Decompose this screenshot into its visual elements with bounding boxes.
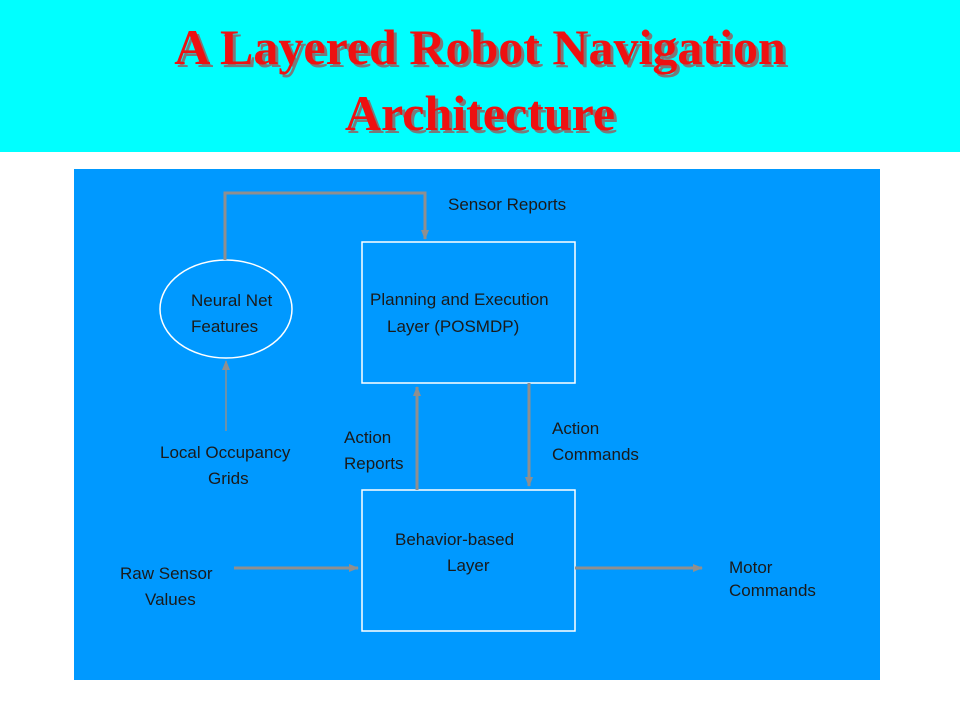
action-reports-label-line-1: Action xyxy=(344,428,392,447)
action-reports-label-line-2: Reports xyxy=(344,454,404,473)
sensor-reports-arrow xyxy=(223,191,429,260)
behavior-layer-box xyxy=(361,489,576,632)
raw-sensor-label-line-1: Raw Sensor xyxy=(120,564,213,583)
motor-commands-label-line-2: Commands xyxy=(729,581,816,600)
local-grids-label-line-1: Local Occupancy xyxy=(160,443,291,462)
title-bar: A Layered Robot Navigation Architecture xyxy=(0,0,960,152)
page-title-line-2: Architecture xyxy=(344,85,616,141)
action-commands-label-line-1: Action xyxy=(552,419,600,438)
architecture-diagram xyxy=(159,191,703,632)
local-grids-label-line-2: Grids xyxy=(208,469,249,488)
planning-label-line-2: Layer (POSMDP) xyxy=(387,317,520,336)
action-commands-label-line-2: Commands xyxy=(552,445,639,464)
behavior-label-line-2: Layer xyxy=(447,556,490,575)
planning-layer-box xyxy=(361,241,576,384)
page-title-line-1: A Layered Robot Navigation xyxy=(174,19,786,75)
behavior-label-line-1: Behavior-based xyxy=(395,530,515,549)
diagram-panel: Sensor Reports Neural Net Features Plann… xyxy=(74,169,880,680)
planning-label-line-1: Planning and Execution xyxy=(370,290,549,309)
sensor-reports-label: Sensor Reports xyxy=(448,195,567,214)
neural-net-label-line-1: Neural Net xyxy=(191,291,273,310)
neural-net-label-line-2: Features xyxy=(191,317,259,336)
motor-commands-label-line-1: Motor xyxy=(729,558,773,577)
raw-sensor-label-line-2: Values xyxy=(145,590,196,609)
